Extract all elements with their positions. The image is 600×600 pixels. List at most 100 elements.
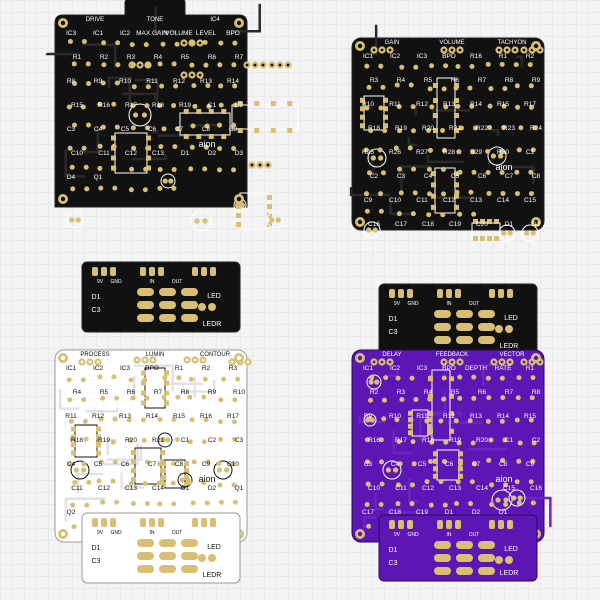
resistor-pad [458, 125, 464, 131]
silk-label: C3 [364, 461, 373, 468]
resistor-pad [128, 187, 134, 193]
resistor-pad [516, 147, 522, 153]
silk-label: VOLUME [439, 40, 464, 46]
resistor-pad [455, 479, 461, 485]
silk-label: R22 [476, 125, 488, 132]
resistor-pad [485, 148, 491, 154]
pcb-trace [45, 52, 81, 56]
resistor-pad [217, 167, 223, 173]
silk-label: R8 [505, 77, 514, 84]
silk-label: BPO [226, 30, 240, 37]
silk-label: C18 [422, 221, 434, 228]
header-pad [210, 267, 216, 276]
resistor-pad [101, 40, 107, 46]
ic-pad [184, 468, 189, 473]
pot-hole [286, 63, 290, 67]
silk-label: R19 [179, 102, 191, 109]
silk-label: R21 [449, 125, 461, 132]
resistor-pad [128, 480, 134, 486]
pcb-trace [349, 187, 391, 197]
resistor-pad [156, 480, 162, 486]
resistor-pad [502, 86, 508, 92]
ic-pad [360, 114, 365, 120]
silk-label: R3 [127, 54, 136, 61]
resistor-pad [485, 170, 491, 176]
resistor-pad [83, 436, 89, 442]
pot-hole [190, 73, 194, 77]
silk-label: C19 [416, 509, 428, 516]
capacitor-pad [275, 217, 281, 223]
resistor-pad [170, 480, 176, 486]
silk-label: D1 [92, 294, 101, 301]
silk-label: R12 [416, 101, 428, 108]
resistor-pad [218, 499, 224, 505]
resistor-pad [471, 211, 477, 217]
ic-pad [254, 101, 260, 106]
silk-label: D1 [181, 485, 190, 492]
header-pad [110, 267, 116, 276]
capacitor-pad [165, 437, 171, 443]
ic-pad [183, 134, 189, 139]
resistor-pad [454, 501, 460, 507]
resistor-pad [128, 377, 134, 383]
resistor-pad [396, 482, 402, 488]
silk-label: C12 [422, 485, 434, 492]
resistor-pad [379, 481, 385, 487]
resistor-pad [232, 102, 238, 108]
silk-label: 9V [394, 301, 401, 307]
header-pad [201, 267, 207, 276]
silk-label: C1 [505, 437, 514, 444]
resistor-pad [366, 84, 372, 90]
led-pad [505, 556, 513, 564]
ic-pad [196, 109, 202, 114]
resistor-pad [438, 418, 444, 424]
silk-label: GAIN [385, 40, 400, 46]
ic-pad [383, 106, 388, 112]
silk-label: R19 [449, 437, 461, 444]
resistor-pad [67, 145, 73, 151]
resistor-pad [96, 478, 102, 484]
footswitch-pad [456, 554, 473, 562]
pcb-trace [515, 496, 552, 528]
resistor-pad [397, 128, 403, 134]
resistor-pad [518, 125, 524, 131]
pcb-trace [64, 497, 106, 521]
resistor-pad [192, 103, 198, 109]
capacitor-pad [530, 230, 536, 236]
resistor-pad [201, 394, 207, 400]
resistor-pad [98, 185, 104, 191]
silk-label: R16 [200, 413, 212, 420]
ic-pad [427, 417, 432, 423]
silk-label: C18 [389, 509, 401, 516]
silk-label: R3 [397, 389, 406, 396]
capacitor-pad [498, 153, 504, 159]
resistor-pad [66, 104, 72, 110]
silk-label: IN [447, 532, 452, 538]
footswitch-pad [456, 336, 473, 344]
silk-label: C10 [71, 150, 83, 157]
footswitch-pad [137, 565, 154, 573]
resistor-pad [378, 63, 384, 69]
resistor-pad [144, 103, 150, 109]
ic-pad [449, 428, 454, 434]
silk-label: C3 [235, 437, 244, 444]
resistor-pad [130, 62, 136, 68]
capacitor-outline [363, 413, 377, 427]
resistor-pad [230, 461, 236, 467]
silk-label: OUT [469, 301, 480, 307]
ic-pad [164, 400, 169, 406]
silk-label: R11 [389, 101, 401, 108]
resistor-pad [471, 169, 477, 175]
silk-label: IC1 [363, 365, 374, 372]
silk-label: R14 [497, 413, 509, 420]
silk-label: R13 [470, 413, 482, 420]
header-pad [446, 520, 452, 529]
resistor-pad [232, 436, 238, 442]
footswitch-pad [456, 541, 473, 549]
resistor-pad [114, 124, 120, 130]
silk-label: GND [110, 279, 122, 285]
ic-pad [473, 219, 478, 224]
resistor-pad [188, 166, 194, 172]
resistor-pad [472, 461, 478, 467]
resistor-pad [157, 185, 163, 191]
